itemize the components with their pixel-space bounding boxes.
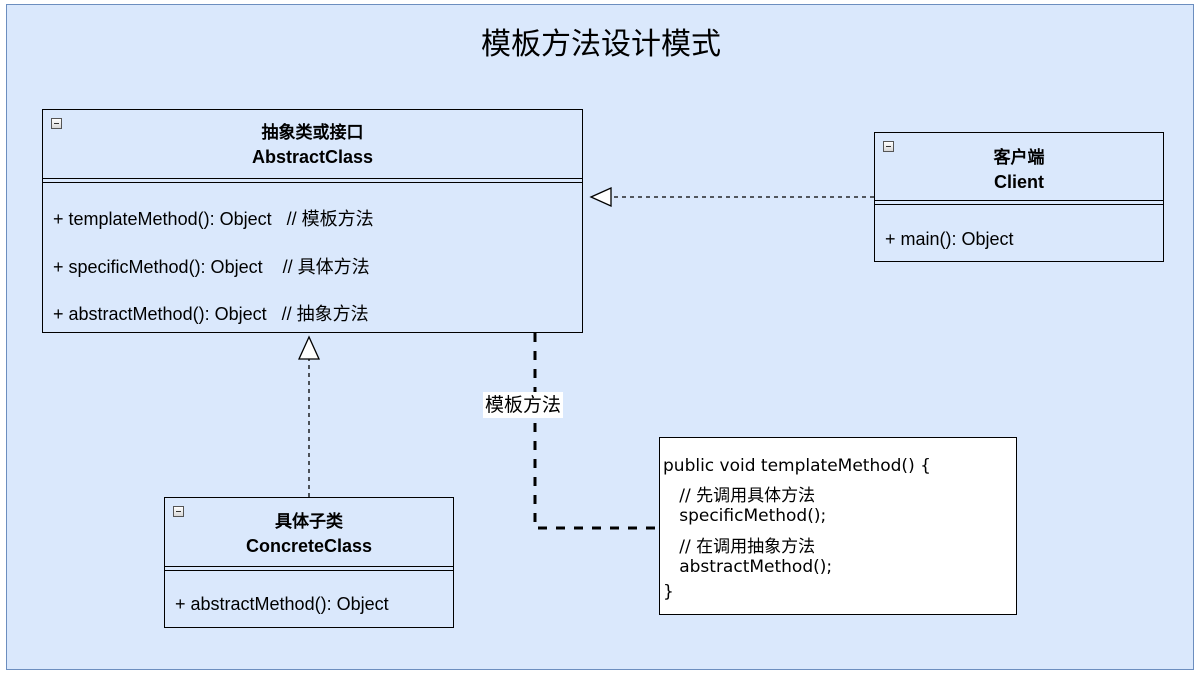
concrete-class-method: + abstractMethod(): Object [175, 594, 389, 614]
diagram-title: 模板方法设计模式 [481, 27, 721, 62]
client-class-divider [875, 200, 1163, 205]
abstract-class-stereotype: 抽象类或接口 [261, 123, 364, 143]
note-connector-label: 模板方法 [483, 392, 564, 418]
abstract-class-method: + templateMethod(): Object // 模板方法 [53, 209, 374, 229]
code-line: } [663, 582, 674, 602]
concrete-class-divider [165, 566, 453, 571]
abstract-class-box[interactable]: 抽象类或接口 AbstractClass + templateMethod():… [42, 109, 583, 333]
abstract-class-method: + abstractMethod(): Object // 抽象方法 [53, 304, 369, 324]
code-line: specificMethod(); [663, 506, 827, 526]
concrete-class-header: 具体子类 ConcreteClass [165, 510, 453, 558]
concrete-class-box[interactable]: 具体子类 ConcreteClass + abstractMethod(): O… [164, 497, 454, 628]
abstract-class-header: 抽象类或接口 AbstractClass [43, 121, 582, 169]
concrete-to-abstract-arrowhead [297, 335, 321, 360]
abstract-to-note-connector [533, 333, 659, 530]
collapse-minus-icon[interactable] [51, 118, 62, 129]
code-line: public void templateMethod() { [663, 456, 931, 476]
abstract-class-method: + specificMethod(): Object // 具体方法 [53, 257, 370, 277]
code-line: // 在调用抽象方法 [663, 537, 816, 557]
client-to-abstract-arrowhead [589, 186, 612, 208]
concrete-class-name: ConcreteClass [245, 536, 373, 556]
concrete-class-stereotype: 具体子类 [275, 512, 343, 532]
code-line: // 先调用具体方法 [663, 486, 816, 506]
client-class-header: 客户端 Client [875, 146, 1163, 194]
abstract-class-divider [43, 178, 582, 183]
code-line: abstractMethod(); [663, 557, 833, 577]
client-class-box[interactable]: 客户端 Client + main(): Object [874, 132, 1164, 262]
abstract-class-name: AbstractClass [251, 147, 374, 167]
collapse-minus-icon[interactable] [173, 506, 184, 517]
client-class-stereotype: 客户端 [993, 148, 1045, 168]
client-class-name: Client [993, 172, 1044, 192]
collapse-minus-icon[interactable] [883, 141, 894, 152]
code-note[interactable]: public void templateMethod() { // 先调用具体方… [659, 437, 1017, 615]
client-class-method: + main(): Object [885, 229, 1014, 249]
